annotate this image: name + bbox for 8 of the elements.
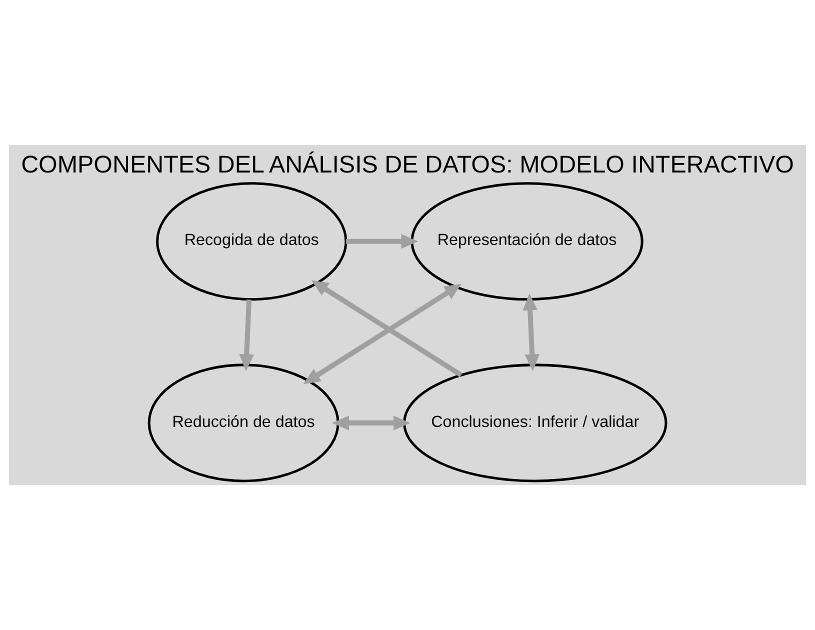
diagram-title: COMPONENTES DEL ANÁLISIS DE DATOS: MODELO INTERACTIVO: [21, 151, 794, 178]
arrow: [239, 300, 254, 372]
node-ellipse: Conclusiones: Inferir / validar: [403, 364, 668, 482]
arrow: [522, 293, 540, 372]
arrow: [332, 416, 410, 430]
arrow: [346, 234, 418, 249]
node-ellipse: Reducción de datos: [148, 364, 340, 482]
node-ellipse: Recogida de datos: [156, 182, 348, 301]
